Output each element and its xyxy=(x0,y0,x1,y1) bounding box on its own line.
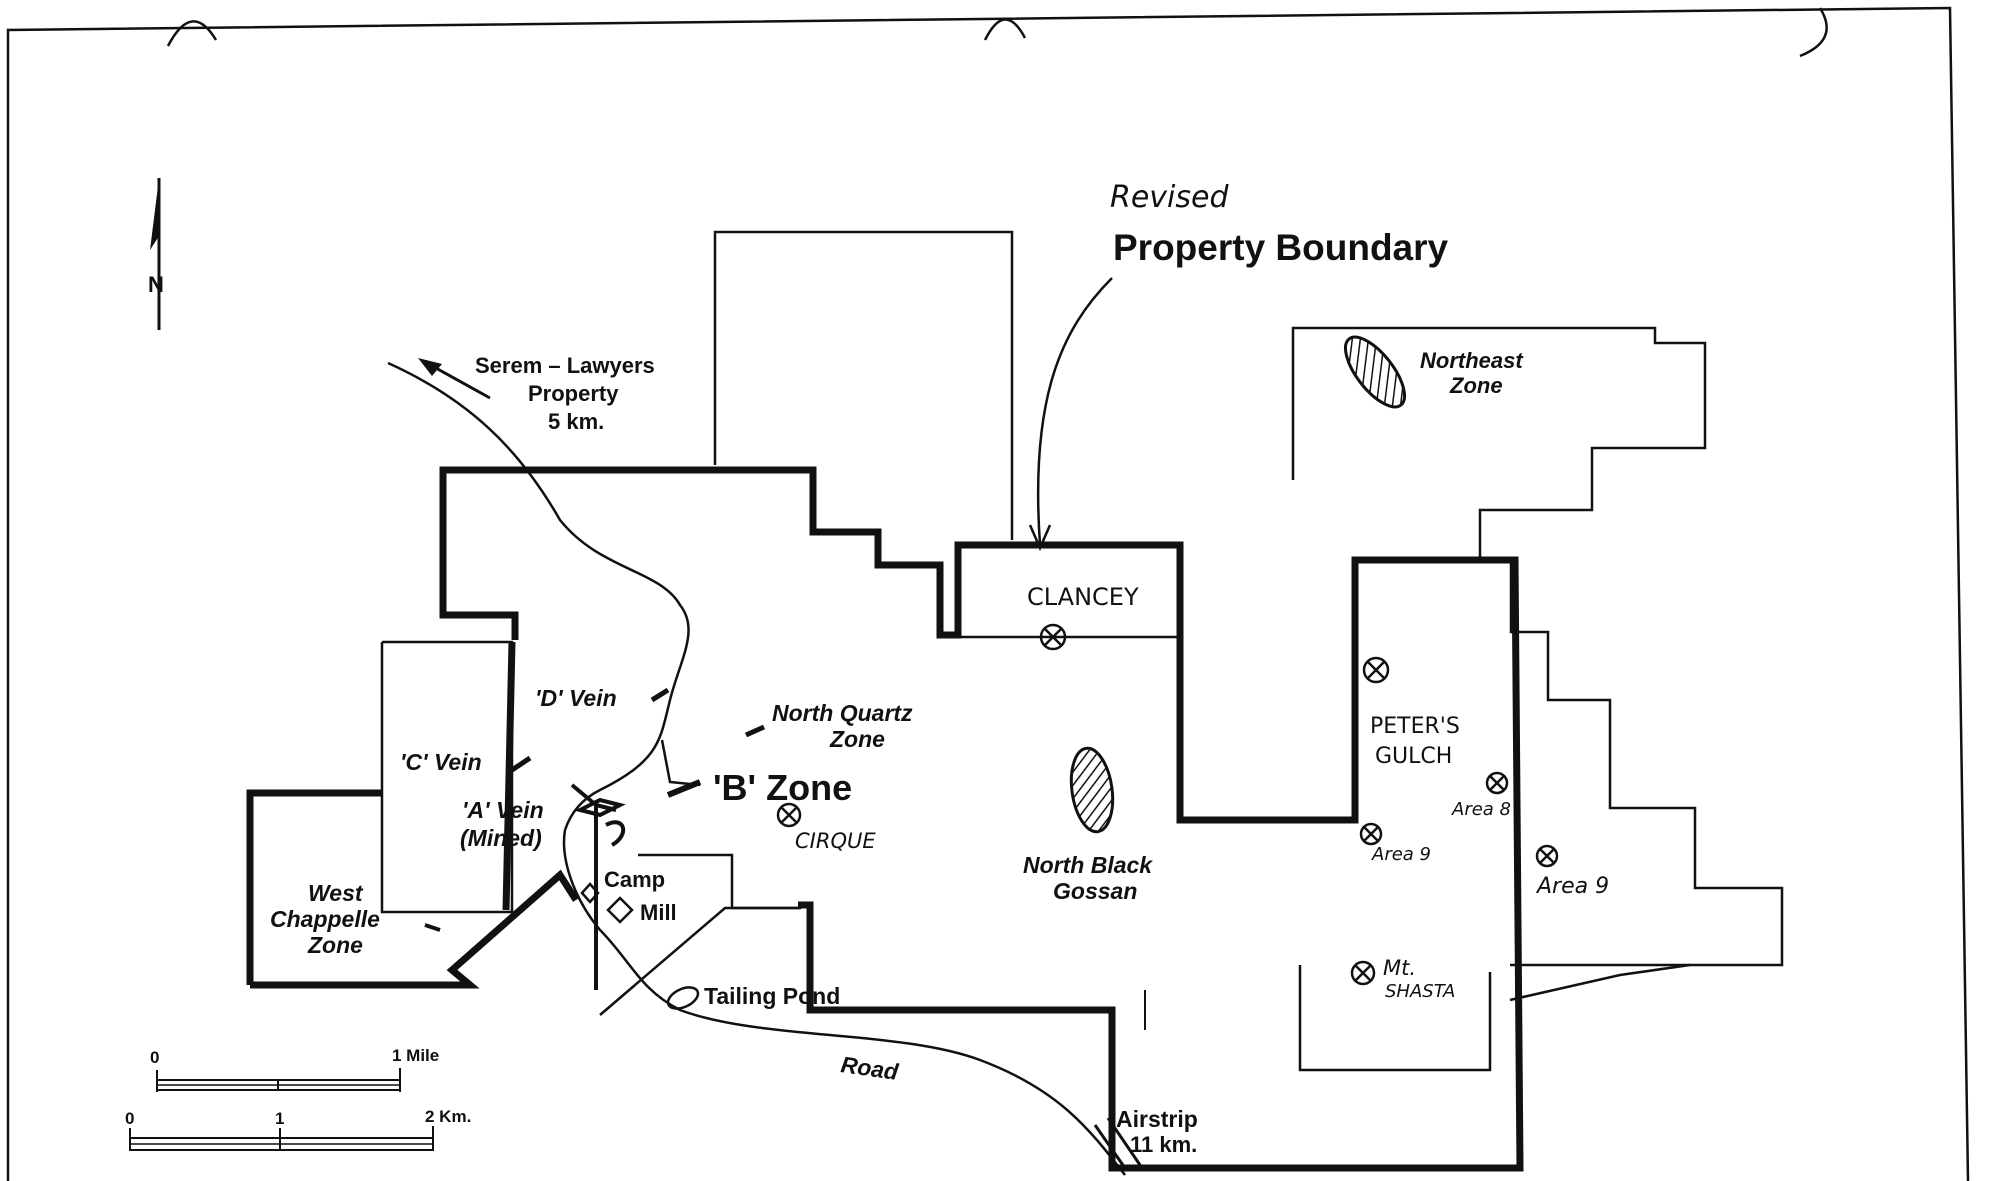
label-airstrip-1: Airstrip xyxy=(1116,1106,1198,1132)
label-camp: Camp xyxy=(604,867,665,892)
label-b-zone: 'B' Zone xyxy=(713,767,852,808)
showing-peters-gulch xyxy=(1362,656,1390,684)
scale-km-zero: 0 xyxy=(125,1109,134,1128)
label-c-vein: 'C' Vein xyxy=(400,749,482,775)
label-peters-1: PETER'S xyxy=(1370,714,1460,739)
circle-x-icon xyxy=(776,623,1559,986)
scale-miles-end: 1 Mile xyxy=(392,1046,439,1065)
scale-km-mid: 1 xyxy=(275,1109,284,1128)
label-west-1: West xyxy=(308,880,364,906)
showing-area9-east xyxy=(1535,844,1559,868)
scale-km-end: 2 Km. xyxy=(425,1107,471,1126)
vein-markers xyxy=(424,687,766,932)
label-serem-3: 5 km. xyxy=(548,409,604,434)
label-north-black-2: Gossan xyxy=(1053,878,1137,904)
label-mill: Mill xyxy=(640,900,677,925)
label-a-vein-2: (Mined) xyxy=(460,825,542,851)
label-west-3: Zone xyxy=(307,932,363,958)
label-serem-1: Serem – Lawyers xyxy=(475,353,655,378)
revised-property-boundary xyxy=(246,466,1524,1172)
scale-miles-zero: 0 xyxy=(150,1048,159,1067)
claim-outlines xyxy=(380,230,1784,1072)
label-north-quartz-2: Zone xyxy=(829,726,885,752)
showing-area8 xyxy=(1485,771,1509,795)
label-area9-west: Area 9 xyxy=(1371,844,1431,865)
label-west-2: Chappelle xyxy=(270,906,380,932)
label-north-black-1: North Black xyxy=(1023,852,1153,878)
label-mt-shasta-1: Mt. xyxy=(1383,956,1416,980)
showing-clancey xyxy=(1039,623,1067,651)
showing-area9-west xyxy=(1359,822,1383,846)
label-road: Road xyxy=(839,1051,901,1085)
label-area8: Area 8 xyxy=(1451,799,1511,820)
label-tailing-pond: Tailing Pond xyxy=(704,983,840,1009)
tailing-pond-icon xyxy=(666,986,700,1010)
showing-mt-shasta xyxy=(1350,960,1376,986)
label-mt-shasta-2: SHASTA xyxy=(1385,981,1455,1002)
north-arrow-icon: N xyxy=(148,178,164,330)
sheet-border xyxy=(6,6,1970,1181)
label-clancey: CLANCEY xyxy=(1027,583,1139,611)
roads-and-streams xyxy=(387,277,1146,1176)
label-area9-east: Area 9 xyxy=(1535,874,1609,899)
label-d-vein: 'D' Vein xyxy=(535,685,617,711)
scale-bar: 0 1 Mile 0 1 2 Km. xyxy=(125,1046,471,1151)
label-cirque: CIRQUE xyxy=(795,829,876,853)
label-northeast-2: Zone xyxy=(1449,373,1503,398)
showing-cirque xyxy=(776,802,802,828)
diamond-icon xyxy=(580,882,634,924)
revised-note: Revised xyxy=(1110,180,1229,215)
label-airstrip-2: 11 km. xyxy=(1130,1132,1197,1157)
label-north-quartz-1: North Quartz xyxy=(772,700,913,726)
map-title: Property Boundary xyxy=(1113,227,1449,268)
north-label: N xyxy=(148,272,164,297)
hatched-zone-icon xyxy=(1069,335,1406,834)
label-serem-2: Property xyxy=(528,381,619,406)
label-northeast-1: Northeast xyxy=(1420,348,1524,373)
label-peters-2: GULCH xyxy=(1375,744,1452,769)
label-a-vein-1: 'A' Vein xyxy=(462,797,544,823)
